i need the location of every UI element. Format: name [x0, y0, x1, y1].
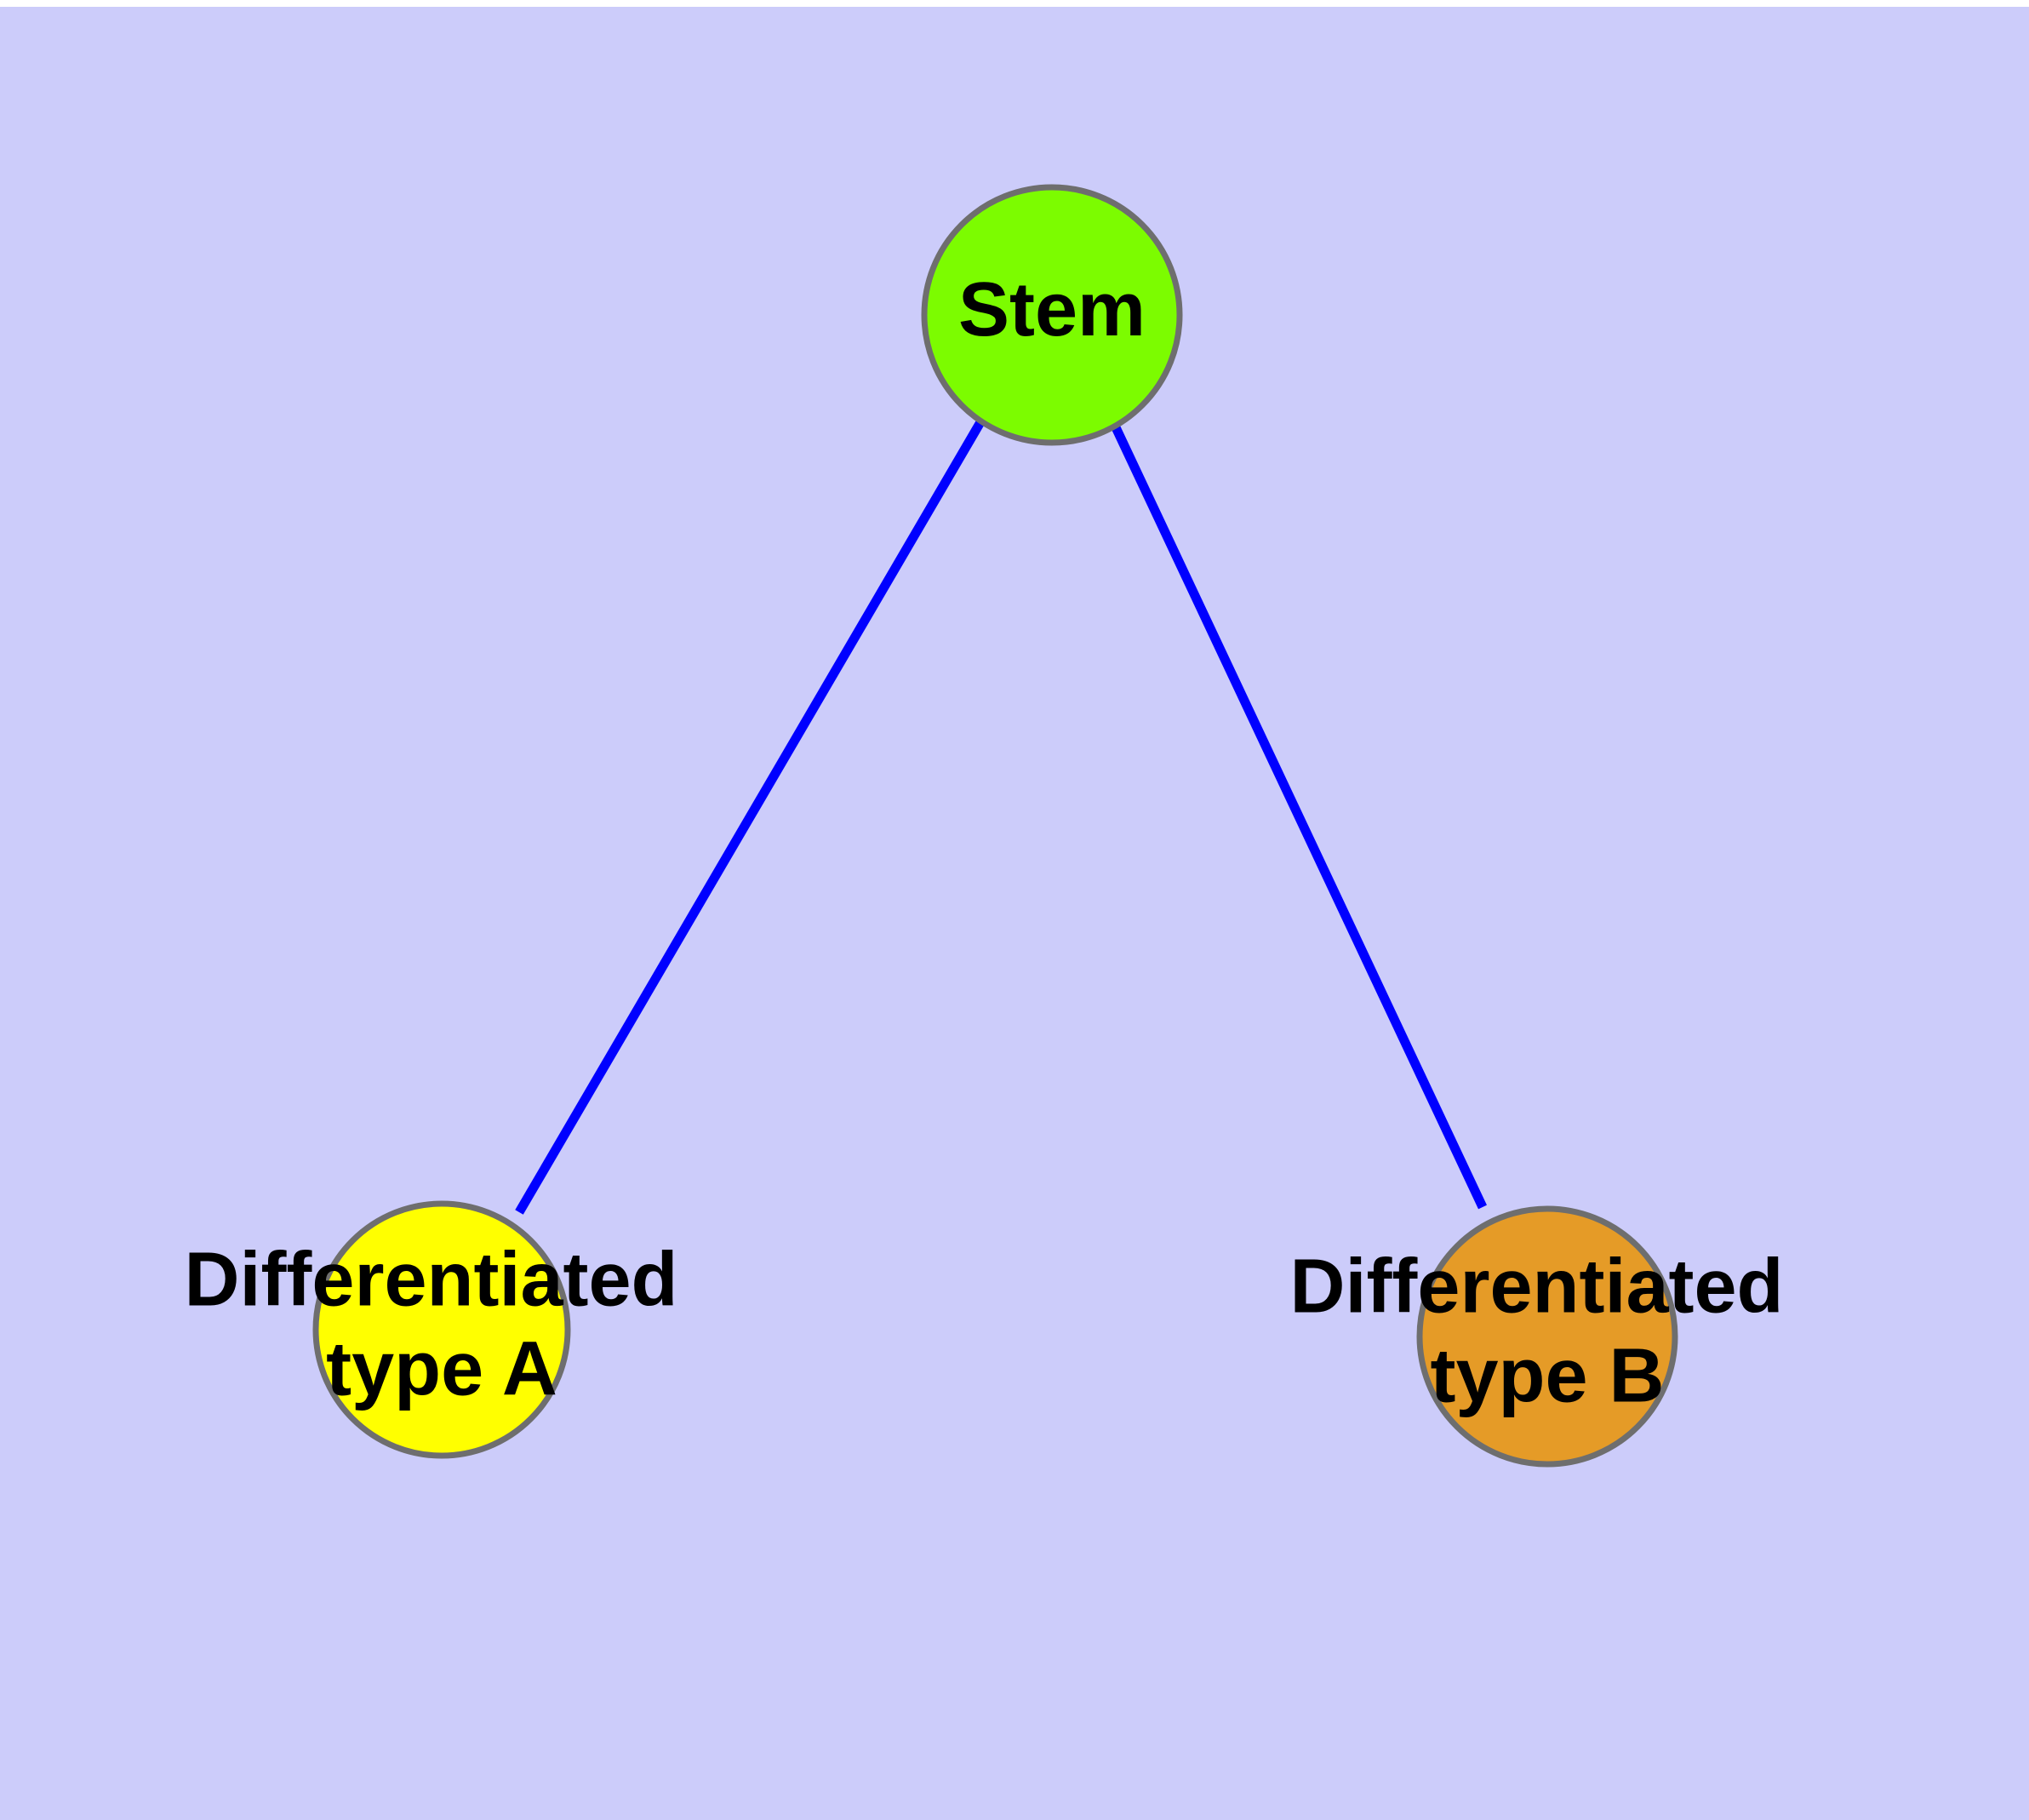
node-label-differentiated-type-b-line2: type B — [1430, 1333, 1664, 1418]
edge-stem-to-differentiated-b[interactable] — [1111, 423, 1487, 1210]
node-label-differentiated-type-a-line2: type A — [326, 1326, 557, 1411]
nodes-group — [312, 184, 1678, 1468]
edge-stem-to-differentiated-a[interactable] — [515, 420, 985, 1215]
node-differentiated-type-a[interactable] — [312, 1200, 571, 1459]
node-circle-differentiated-type-a[interactable] — [312, 1200, 571, 1459]
node-stem[interactable] — [921, 184, 1183, 446]
node-label-stem: Stem — [958, 267, 1146, 352]
node-circle-differentiated-type-b[interactable] — [1416, 1205, 1678, 1468]
node-differentiated-type-b[interactable] — [1416, 1205, 1678, 1468]
labels-group: Differentiated type A Differentiated typ… — [184, 267, 1804, 1419]
node-label-differentiated-type-a-line1: Differentiated — [184, 1237, 677, 1322]
node-label-differentiated-type-b: Differentiated type B — [1289, 1244, 1804, 1418]
node-circle-stem[interactable] — [921, 184, 1183, 446]
edges-group — [515, 420, 1487, 1215]
node-label-differentiated-type-a: Differentiated type A — [184, 1237, 699, 1411]
node-label-stem-line1: Stem — [958, 267, 1146, 352]
node-label-differentiated-type-b-line1: Differentiated — [1289, 1244, 1783, 1329]
